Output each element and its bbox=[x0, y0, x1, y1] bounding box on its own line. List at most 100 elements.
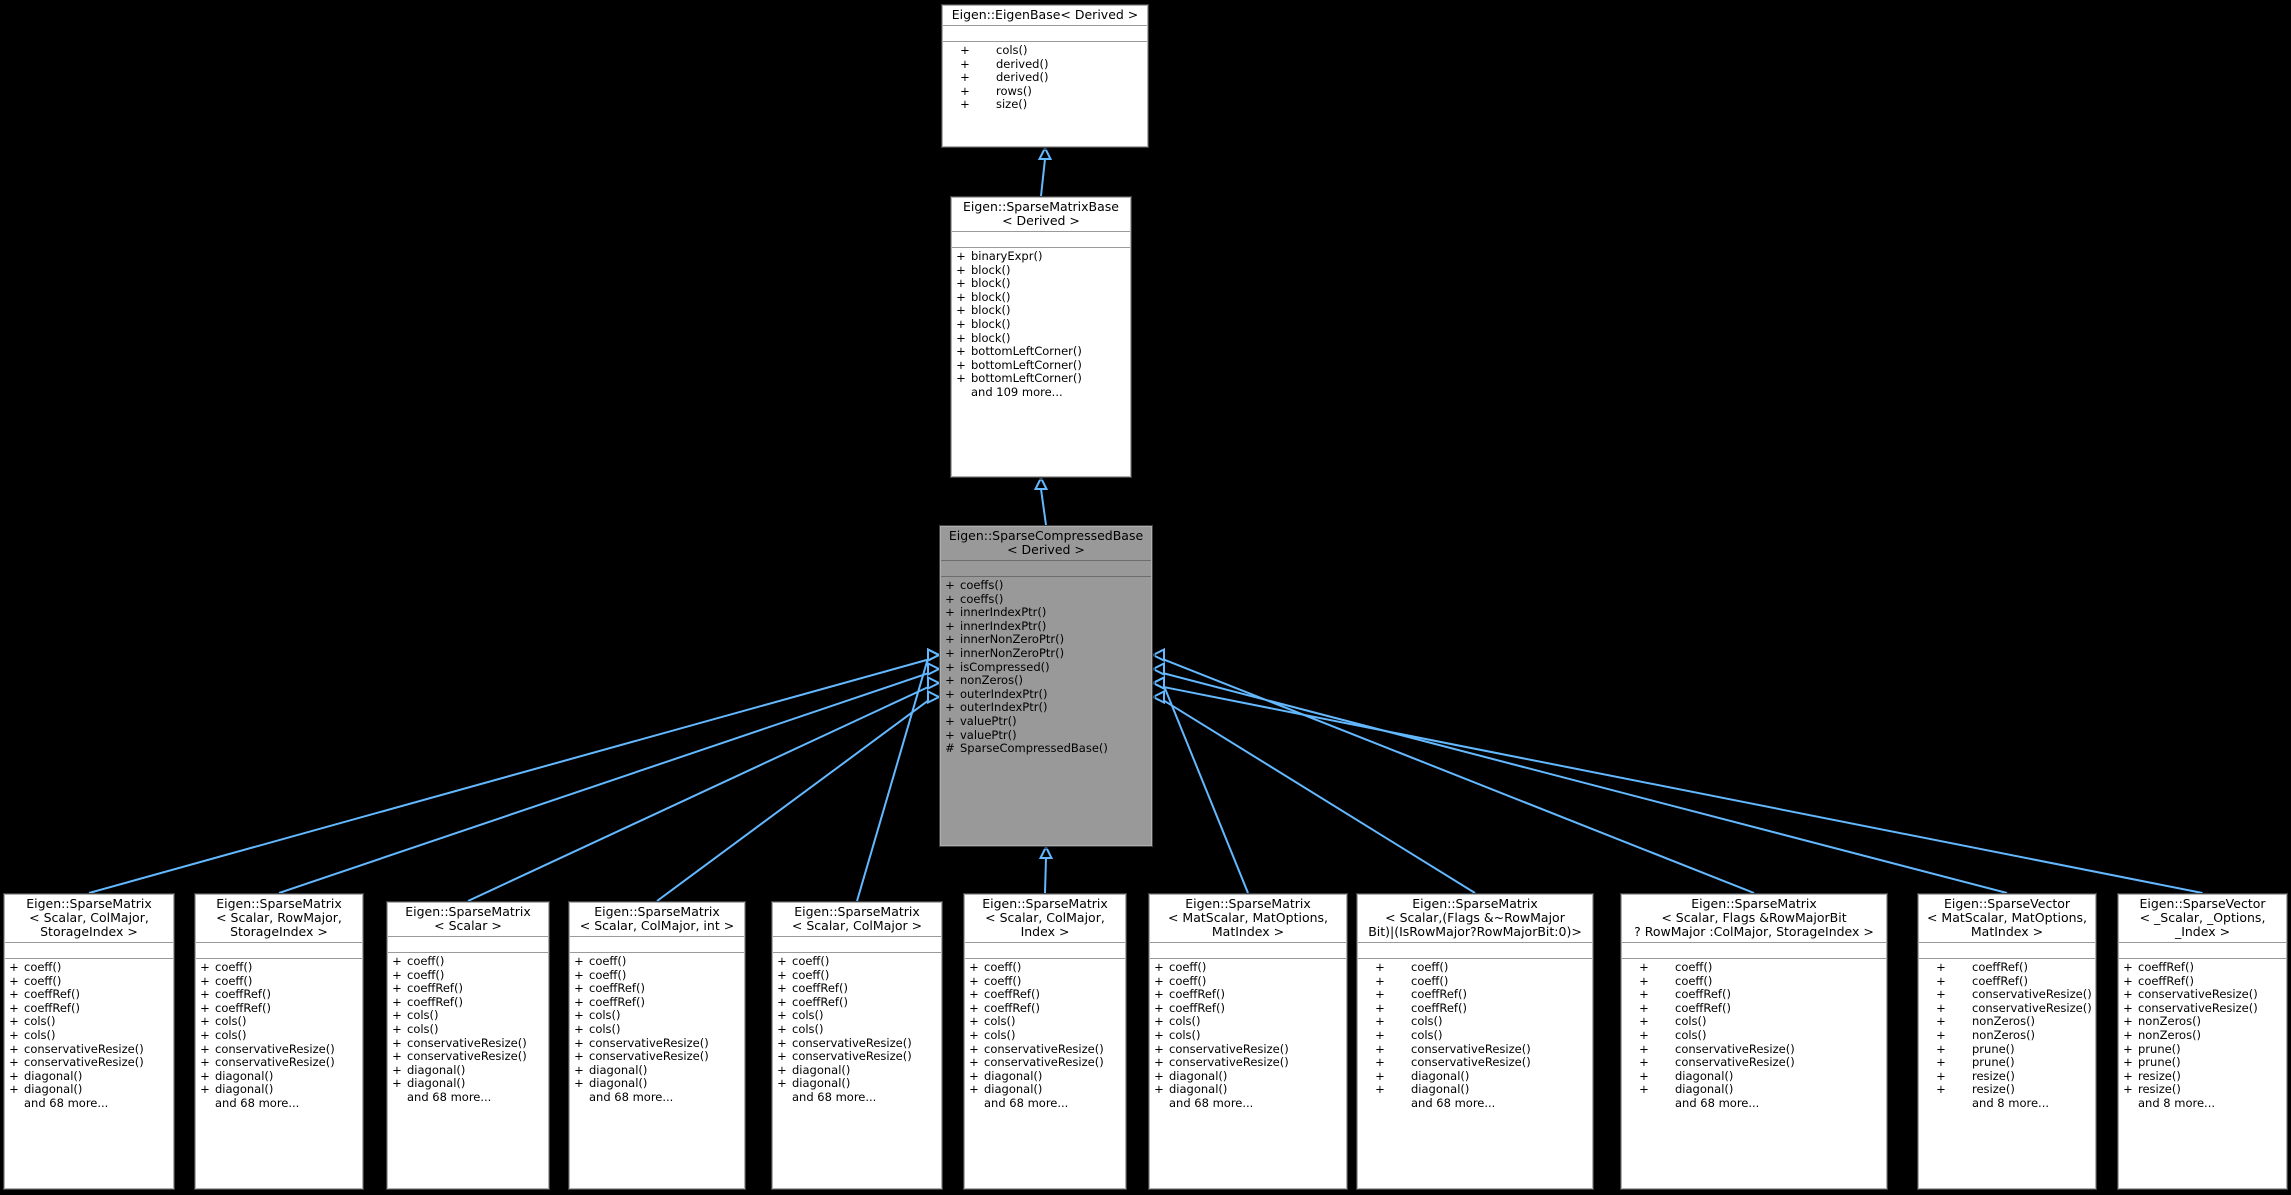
uml-method-row: +innerIndexPtr() bbox=[940, 606, 1152, 620]
uml-method-visibility: + bbox=[945, 632, 955, 647]
uml-method-visibility: + bbox=[777, 994, 787, 1009]
uml-method-visibility: + bbox=[1154, 1000, 1164, 1015]
uml-method-visibility: + bbox=[1639, 973, 1649, 988]
uml-method-visibility: + bbox=[777, 1049, 787, 1064]
uml-method-name: diagonal() bbox=[1675, 1068, 1734, 1083]
uml-method-row: +resize() bbox=[1918, 1069, 2096, 1084]
uml-method-name: coeff() bbox=[407, 967, 445, 982]
uml-method-visibility: + bbox=[969, 1068, 979, 1083]
uml-method-visibility: + bbox=[945, 713, 955, 728]
uml-method-row: +block() bbox=[951, 263, 1131, 278]
uml-method-visibility: + bbox=[969, 1014, 979, 1029]
uml-method-more-label: and 68 more... bbox=[24, 1095, 109, 1110]
uml-class-attributes bbox=[940, 561, 1152, 577]
uml-class-node-sv-scalar-options-index[interactable]: Eigen::SparseVector < _Scalar, _Options,… bbox=[2117, 893, 2288, 1190]
uml-method-name: diagonal() bbox=[984, 1082, 1043, 1097]
uml-class-methods: +coeffRef()+coeffRef()+conservativeResiz… bbox=[1918, 959, 2096, 1114]
uml-method-visibility: + bbox=[9, 973, 19, 988]
uml-method-name: cols() bbox=[1411, 1014, 1443, 1029]
uml-method-row: +coeffs() bbox=[940, 592, 1152, 607]
uml-method-visibility: + bbox=[777, 954, 787, 968]
uml-method-row: +diagonal() bbox=[964, 1083, 1126, 1097]
uml-method-row: +block() bbox=[951, 317, 1131, 332]
uml-method-row: +diagonal() bbox=[1357, 1068, 1593, 1084]
uml-class-attributes bbox=[387, 937, 549, 953]
uml-class-node-sm-colmajor[interactable]: Eigen::SparseMatrix < Scalar, ColMajor >… bbox=[771, 901, 943, 1190]
uml-method-row: +cols() bbox=[772, 1009, 942, 1023]
uml-method-visibility: + bbox=[945, 686, 955, 701]
uml-method-name: cols() bbox=[215, 1027, 247, 1042]
uml-method-name: diagonal() bbox=[589, 1076, 648, 1091]
uml-method-visibility: + bbox=[1154, 987, 1164, 1002]
uml-method-visibility: + bbox=[392, 1035, 402, 1050]
uml-method-visibility: + bbox=[1375, 1068, 1385, 1083]
uml-class-node-sparsecompressedbase[interactable]: Eigen::SparseCompressedBase < Derived >+… bbox=[939, 525, 1153, 847]
uml-class-node-eigenbase[interactable]: Eigen::EigenBase< Derived >+cols()+deriv… bbox=[941, 4, 1149, 148]
uml-method-row: +diagonal() bbox=[1621, 1068, 1887, 1084]
uml-method-visibility: + bbox=[9, 1082, 19, 1097]
uml-method-visibility: + bbox=[2123, 1055, 2133, 1070]
uml-class-title: Eigen::SparseMatrixBase < Derived > bbox=[951, 197, 1131, 232]
uml-method-row: +coeff() bbox=[387, 954, 549, 969]
uml-class-node-sv-matscalar-matoptions-matindex[interactable]: Eigen::SparseVector < MatScalar, MatOpti… bbox=[1917, 893, 2097, 1190]
uml-method-visibility: + bbox=[1936, 1014, 1946, 1029]
uml-method-row: +conservativeResize() bbox=[195, 1042, 363, 1057]
inheritance-arrowhead bbox=[1150, 647, 1165, 663]
uml-method-name: conservativeResize() bbox=[1411, 1055, 1531, 1070]
uml-method-row: +conservativeResize() bbox=[387, 1035, 549, 1051]
uml-method-row: +coeff() bbox=[569, 954, 745, 969]
uml-class-attributes bbox=[195, 943, 363, 959]
uml-class-node-sm-rowmajor-storageindex[interactable]: Eigen::SparseMatrix < Scalar, RowMajor, … bbox=[194, 893, 364, 1190]
uml-method-row: + cols() bbox=[195, 1027, 363, 1043]
uml-method-visibility: + bbox=[2123, 987, 2133, 1002]
uml-method-row: +coeff() bbox=[569, 968, 745, 983]
uml-method-row: +resize() bbox=[2118, 1069, 2287, 1084]
uml-method-row: +coeffRef() bbox=[195, 988, 363, 1002]
uml-method-name: conservativeResize() bbox=[589, 1049, 709, 1064]
uml-method-visibility: + bbox=[200, 1014, 210, 1029]
uml-method-row: +conservativeResize() bbox=[964, 1056, 1126, 1070]
uml-method-row: +conservativeResize() bbox=[387, 1050, 549, 1064]
uml-method-visibility: + bbox=[9, 987, 19, 1002]
uml-method-visibility: + bbox=[945, 645, 955, 660]
uml-method-name: cols() bbox=[1675, 1014, 1707, 1029]
uml-class-node-sm-matscalar-matoptions-matindex[interactable]: Eigen::SparseMatrix < MatScalar, MatOpti… bbox=[1148, 893, 1348, 1190]
uml-method-visibility: + bbox=[1936, 1041, 1946, 1056]
uml-method-visibility: + bbox=[392, 1076, 402, 1091]
uml-method-visibility: + bbox=[2123, 1014, 2133, 1029]
uml-class-node-sm-colmajor-index[interactable]: Eigen::SparseMatrix < Scalar, ColMajor, … bbox=[963, 893, 1127, 1190]
uml-method-name: cols() bbox=[792, 1021, 824, 1036]
uml-method-visibility: + bbox=[392, 954, 402, 968]
uml-method-row: +conservativeResize() bbox=[1149, 1042, 1347, 1057]
uml-class-node-sm-colmajor-int[interactable]: Eigen::SparseMatrix < Scalar, ColMajor, … bbox=[568, 901, 746, 1190]
uml-method-name: diagonal() bbox=[1169, 1082, 1228, 1097]
uml-method-row: +innerNonZeroPtr() bbox=[940, 633, 1152, 647]
uml-class-attributes bbox=[1357, 943, 1593, 959]
uml-class-node-sparsematrixbase[interactable]: Eigen::SparseMatrixBase < Derived >+bina… bbox=[950, 196, 1132, 478]
uml-method-row: +innerIndexPtr() bbox=[940, 619, 1152, 634]
uml-method-visibility: + bbox=[956, 344, 966, 359]
uml-method-name: conservativeResize() bbox=[589, 1035, 709, 1050]
inheritance-arrowhead bbox=[1038, 844, 1054, 859]
uml-class-attributes bbox=[1918, 943, 2096, 959]
uml-method-row: +diagonal() bbox=[387, 1063, 549, 1078]
uml-method-visibility: + bbox=[1375, 1055, 1385, 1070]
uml-method-row: +nonZeros() bbox=[2118, 1028, 2287, 1043]
uml-class-node-sm-scalar[interactable]: Eigen::SparseMatrix < Scalar >+coeff()+c… bbox=[386, 901, 550, 1190]
uml-method-visibility: + bbox=[1375, 987, 1385, 1002]
uml-class-node-sm-flags-rowmajorbit-ternary[interactable]: Eigen::SparseMatrix < Scalar, Flags &Row… bbox=[1620, 893, 1888, 1190]
uml-class-node-sm-colmajor-storageindex[interactable]: Eigen::SparseMatrix < Scalar, ColMajor, … bbox=[3, 893, 175, 1190]
uml-method-more-label: and 68 more... bbox=[1169, 1095, 1254, 1110]
uml-method-visibility: + bbox=[200, 1027, 210, 1042]
uml-class-node-sm-flags-rowmajorbit-expr[interactable]: Eigen::SparseMatrix < Scalar,(Flags &~Ro… bbox=[1356, 893, 1594, 1190]
uml-class-attributes bbox=[1621, 943, 1887, 959]
uml-method-visibility: + bbox=[200, 1000, 210, 1015]
uml-method-row: +conservativeResize() bbox=[195, 1056, 363, 1070]
uml-method-row: +coeffRef() bbox=[387, 995, 549, 1010]
uml-method-name: coeff() bbox=[589, 954, 627, 968]
uml-method-row: +coeff() bbox=[1149, 974, 1347, 989]
inheritance-edge bbox=[88, 658, 928, 894]
uml-class-attributes bbox=[4, 943, 174, 959]
uml-method-row: +coeffRef() bbox=[964, 988, 1126, 1002]
